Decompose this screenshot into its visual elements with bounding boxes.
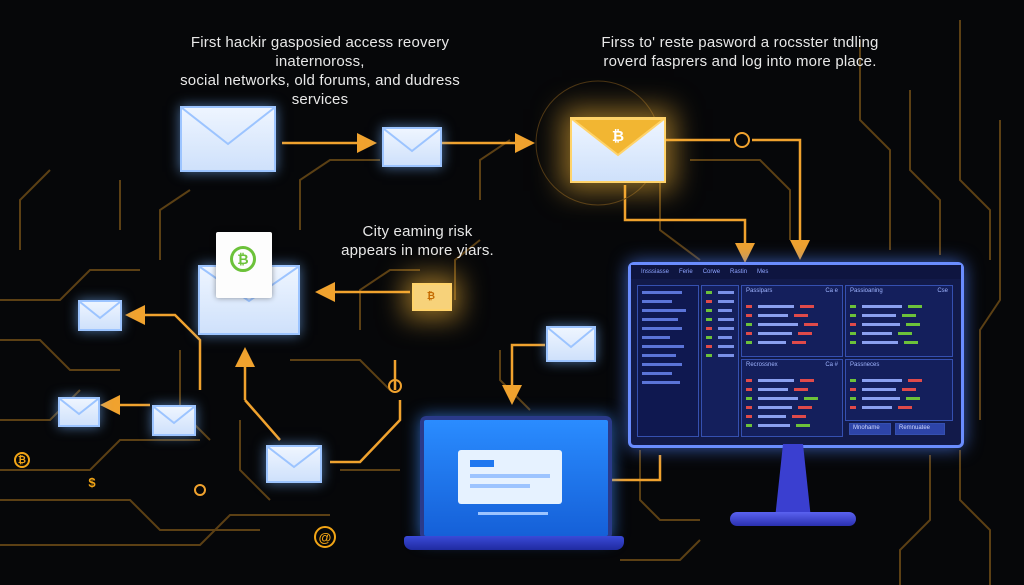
envelope-icon <box>180 106 276 172</box>
panel-title: Recrossnex <box>746 362 778 368</box>
monitor-tab: Insssiasse <box>641 269 670 275</box>
envelope-icon <box>546 326 596 362</box>
panel-badge: Cse <box>937 288 948 294</box>
laptop-base <box>404 536 624 550</box>
caption-top-right: Firss to' reste pasword a rocsster tndli… <box>600 33 880 71</box>
letter-card: ₿ <box>216 232 272 298</box>
envelope-icon <box>78 300 122 331</box>
dollar-icon: $ <box>88 474 96 490</box>
monitor-tabbar: Insssiasse Ferie Corwe Rastin Mes <box>631 265 961 279</box>
button-label: Remnuatee <box>899 425 931 431</box>
bitcoin-icon: ₿ <box>426 290 436 302</box>
bitcoin-icon: ₿ <box>230 246 256 272</box>
caption-line: social networks, old forums, and dudress… <box>180 72 460 108</box>
envelope-icon <box>266 445 322 483</box>
bitcoin-coin-icon: ₿ <box>14 452 30 468</box>
monitor-panel: Passneces <box>845 359 953 421</box>
panel-badge: Ca # <box>825 362 838 368</box>
monitor-tab: Ferie <box>679 269 693 275</box>
monitor-base <box>730 512 856 526</box>
caption-line: City eaming risk <box>362 223 473 240</box>
caption-line: Firss to' reste pasword a rocsster tndli… <box>601 34 879 51</box>
caption-line: roverd fasprers and log into more place. <box>603 53 877 70</box>
panel-title: Passioaning <box>850 288 883 294</box>
monitor-tab: Corwe <box>702 269 721 275</box>
caption-top-left: First hackir gasposied access reovery in… <box>150 33 490 109</box>
monitor-panel: Recrossnex Ca # <box>741 359 843 437</box>
bitcoin-icon: ₿ <box>611 127 625 145</box>
at-sign-icon: @ <box>314 526 336 548</box>
caption-middle: City eaming risk appears in more yiars. <box>335 222 500 260</box>
envelope-bitcoin-icon: ₿ <box>570 117 666 183</box>
monitor-sidebar <box>637 285 699 437</box>
envelope-icon <box>382 127 442 167</box>
envelope-icon <box>58 397 100 427</box>
monitor-icon: Insssiasse Ferie Corwe Rastin Mes <box>628 262 964 448</box>
panel-title: Passlpars <box>746 288 773 294</box>
document-card <box>458 450 562 504</box>
envelope-icon <box>152 405 196 436</box>
monitor-panel: Passioaning Cse <box>845 285 953 357</box>
monitor-footer-button[interactable]: Mnohame <box>849 423 891 435</box>
caption-line: appears in more yiars. <box>341 242 494 259</box>
monitor-tab: Mes <box>757 269 769 275</box>
monitor-list-col <box>701 285 739 437</box>
caption-line: First hackir gasposied access reovery in… <box>190 34 450 70</box>
envelope-bitcoin-icon: ₿ <box>412 283 452 311</box>
monitor-tab: Rastin <box>730 269 748 275</box>
monitor-panel: Passlpars Ca e <box>741 285 843 357</box>
monitor-footer-button[interactable]: Remnuatee <box>895 423 945 435</box>
panel-badge: Ca e <box>825 288 838 294</box>
panel-title: Passneces <box>850 362 880 368</box>
laptop-screen-line <box>478 512 548 515</box>
button-label: Mnohame <box>853 425 880 431</box>
